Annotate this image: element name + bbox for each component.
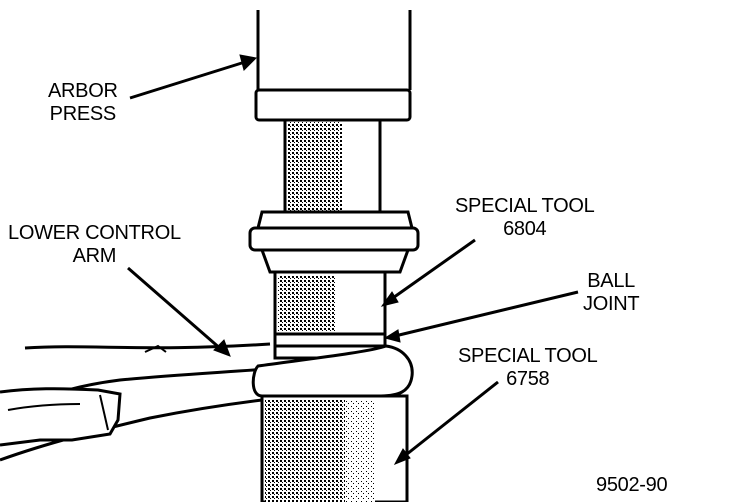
special-tool-6804-label: SPECIAL TOOL 6804 <box>455 195 595 241</box>
arbor-press-label-line1: ARBOR <box>48 80 118 102</box>
special-tool-6804 <box>248 210 420 274</box>
lower-control-arm-label-line1: LOWER CONTROL <box>8 222 181 244</box>
ball-joint-label: BALL JOINT <box>583 270 640 316</box>
arbor-press-label-line2: PRESS <box>49 103 117 125</box>
special-tool-6804-label-line2: 6804 <box>503 218 547 240</box>
special-tool-6758 <box>251 344 414 502</box>
arbor-press-label: ARBOR PRESS <box>48 80 118 126</box>
arbor-press-ram <box>254 10 412 122</box>
lower-control-arm-label: LOWER CONTROL ARM <box>8 222 181 268</box>
press-piston <box>283 118 382 217</box>
leader-arrows <box>127 54 579 465</box>
lower-control-arm <box>0 342 281 462</box>
special-tool-6804-label-line1: SPECIAL TOOL <box>455 195 595 217</box>
special-tool-6758-label-line1: SPECIAL TOOL <box>458 345 598 367</box>
ball-joint-label-line2: JOINT <box>583 293 640 315</box>
figure-id: 9502-90 <box>596 474 668 496</box>
lower-control-arm-label-line2: ARM <box>72 245 117 267</box>
ball-joint-label-line1: BALL <box>587 270 635 292</box>
ball-joint <box>273 270 387 360</box>
special-tool-6758-label: SPECIAL TOOL 6758 <box>458 345 598 391</box>
special-tool-6758-label-line2: 6758 <box>506 368 550 390</box>
